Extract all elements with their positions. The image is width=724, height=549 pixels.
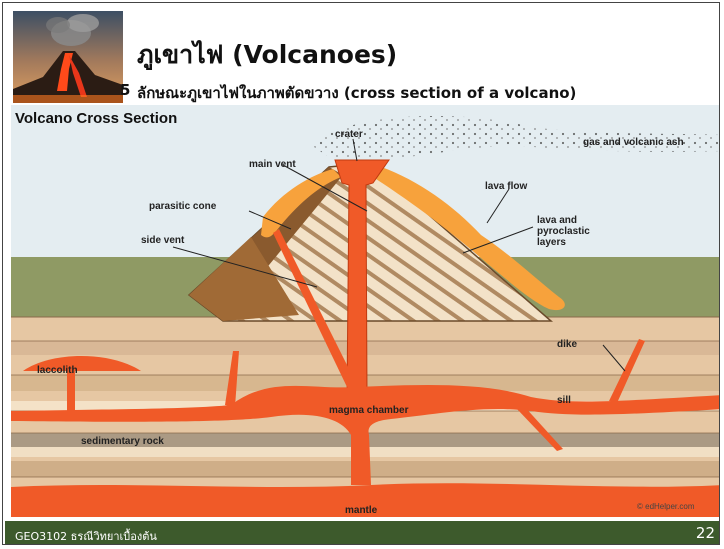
label-dike: dike (557, 339, 577, 350)
slide-subtitle: ลักษณะภูเขาไฟในภาพตัดขวาง (cross section… (137, 81, 576, 105)
label-lava-flow: lava flow (485, 181, 527, 192)
label-layers-line3: layers (537, 237, 566, 248)
label-gas-ash: gas and volcanic ash (583, 137, 684, 148)
label-parasitic-cone: parasitic cone (149, 201, 217, 212)
label-main-vent: main vent (249, 159, 296, 170)
course-name: GEO3102 ธรณีวิทยาเบื้องต้น (15, 527, 157, 545)
slide-title: ภูเขาไฟ (Volcanoes) (137, 35, 397, 75)
footer-bar: GEO3102 ธรณีวิทยาเบื้องต้น 22 (5, 521, 720, 545)
volcano-diagram: Volcano Cross Section crater gas and vol… (11, 105, 720, 517)
label-sedimentary-rock: sedimentary rock (81, 436, 164, 447)
volcano-thumbnail-image (13, 11, 123, 103)
label-laccolith: laccolith (37, 365, 78, 376)
volcano-cross-section-svg: Volcano Cross Section crater gas and vol… (11, 105, 720, 517)
bullet-number: 5 (120, 81, 130, 99)
label-side-vent: side vent (141, 235, 185, 246)
label-sill: sill (557, 395, 571, 406)
diagram-heading: Volcano Cross Section (15, 110, 177, 127)
label-crater: crater (335, 129, 363, 140)
label-layers-line2: pyroclastic (537, 226, 590, 237)
label-layers-line1: lava and (537, 215, 577, 226)
label-magma-chamber: magma chamber (329, 405, 409, 416)
page-number: 22 (696, 524, 715, 542)
credit-text: © edHelper.com (637, 502, 695, 511)
label-mantle: mantle (345, 505, 378, 516)
